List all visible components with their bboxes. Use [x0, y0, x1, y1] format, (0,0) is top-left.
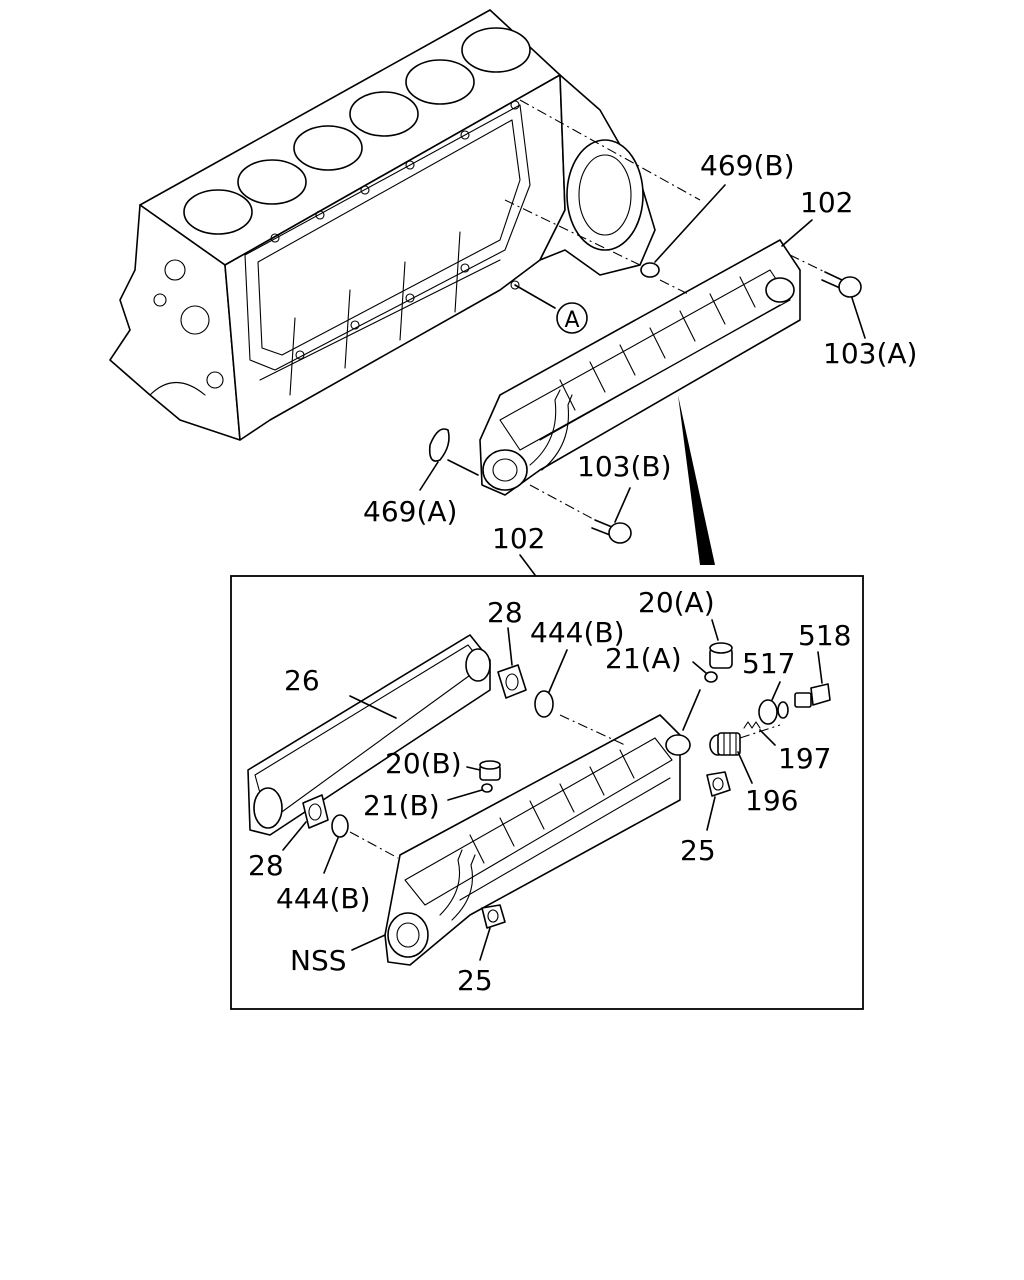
leader-21a-pipe [682, 689, 701, 731]
callout-103a: 103(A) [823, 337, 917, 370]
assembly-line [504, 199, 641, 266]
cooler-housing-nss [384, 714, 691, 966]
detail-frame [230, 575, 864, 1010]
leader-469a [419, 461, 439, 491]
plug-20b-shape [479, 760, 501, 781]
oring-444b-top-shape [534, 690, 554, 718]
leader-102-top [781, 219, 813, 247]
callout-21b: 21(B) [363, 789, 440, 822]
leader-25-right [706, 796, 716, 831]
oil-cooler-assembly-upper [479, 239, 801, 496]
callout-103b: 103(B) [577, 450, 672, 483]
assembly-line [519, 99, 701, 201]
callout-21a: 21(A) [605, 642, 682, 675]
leader-444b-bottom [323, 837, 339, 874]
callout-444b-top: 444(B) [530, 616, 625, 649]
leader-518 [817, 651, 823, 684]
callout-25-bottom: 25 [457, 964, 493, 997]
callout-20b: 20(B) [385, 747, 462, 780]
plug-518-shape [794, 683, 831, 708]
leader-197 [759, 729, 776, 746]
callout-102-box: 102 [492, 522, 545, 555]
ref-a-label: A [564, 308, 579, 333]
leader-469a-left [447, 459, 479, 476]
leader-nss [351, 934, 386, 951]
assembly-line [739, 724, 781, 739]
bolt-103a-shape [821, 271, 862, 298]
leader-469b [654, 184, 726, 263]
callout-102-top: 102 [800, 186, 853, 219]
valve-196-shape [709, 732, 741, 756]
leader-102-box [519, 554, 536, 576]
callout-25-right: 25 [680, 834, 716, 867]
callout-469a: 469(A) [363, 495, 457, 528]
gasket-28-bottom-shape [302, 794, 329, 829]
washer-21a-shape [704, 671, 718, 683]
callout-nss: NSS [290, 944, 347, 977]
leader-21a [692, 661, 707, 674]
ref-a-marker: A [514, 284, 588, 334]
nut-25-bottom-shape [481, 904, 506, 929]
leader-103b [614, 487, 631, 523]
engine-block [109, 9, 656, 441]
leader-28-top [507, 627, 513, 666]
callout-196: 196 [745, 784, 798, 817]
callout-469b: 469(B) [700, 149, 795, 182]
assembly-line [559, 714, 626, 746]
leader-517 [771, 681, 781, 701]
assembly-line [349, 831, 399, 859]
gasket-469b-shape [640, 262, 660, 278]
assembly-line [529, 484, 596, 521]
leader-103a [851, 297, 866, 339]
leader-196 [737, 751, 753, 784]
callout-20a: 20(A) [638, 586, 715, 619]
spring-197-shape [743, 721, 761, 729]
callout-444b-bottom: 444(B) [276, 882, 371, 915]
assembly-line [659, 279, 691, 296]
leader-25-bottom [479, 927, 491, 961]
washer-517-shape [758, 699, 778, 725]
plug-20a-shape [709, 642, 733, 669]
leader-444b-top [548, 649, 568, 693]
leader-28-bottom [282, 821, 307, 851]
leader-26 [349, 695, 397, 719]
cooler-element-26 [247, 634, 491, 836]
oring-444b-bottom-shape [331, 814, 349, 838]
gasket-28-top-shape [497, 664, 527, 699]
bolt-103b-shape [591, 519, 632, 544]
callout-517: 517 [742, 647, 795, 680]
leader-20a [711, 619, 719, 641]
nut-25-right-shape [706, 771, 731, 797]
gasket-469a-shape [428, 428, 450, 462]
callout-197: 197 [778, 742, 831, 775]
assembly-line [789, 254, 826, 273]
washer-21b-shape [481, 783, 493, 793]
leader-20b [466, 766, 481, 771]
leader-21b [447, 789, 483, 801]
detail-pointer [678, 395, 715, 565]
callout-28-bottom: 28 [248, 849, 284, 882]
callout-26: 26 [284, 664, 320, 697]
callout-28-top: 28 [487, 596, 523, 629]
callout-518: 518 [798, 619, 851, 652]
